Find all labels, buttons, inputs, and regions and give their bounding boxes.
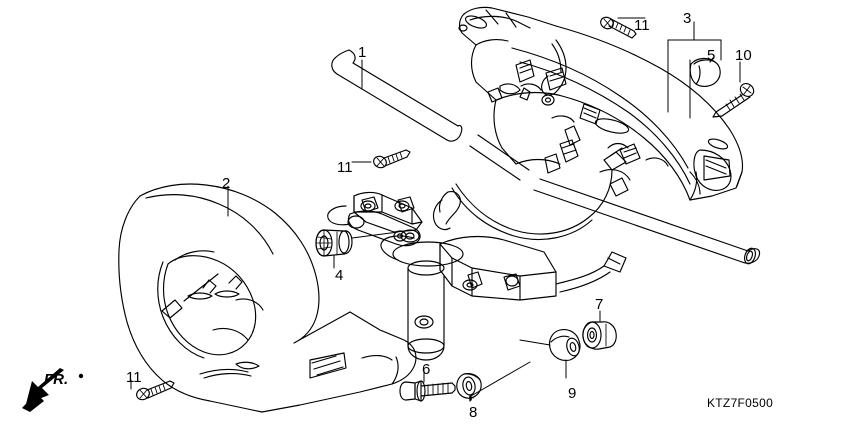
grommet-knurled: [315, 229, 399, 269]
callout-5[interactable]: 5: [707, 47, 716, 64]
nut-flange: [582, 310, 617, 350]
callout-11-lower-left[interactable]: 11: [126, 369, 142, 386]
part-number-label: KTZ7F0500: [707, 396, 774, 410]
callout-10[interactable]: 10: [735, 47, 752, 64]
callout-11-mid-left[interactable]: 11: [337, 159, 353, 176]
screw-lower-left: [130, 379, 175, 401]
screw-upper-right: [600, 16, 646, 39]
handlebar-upper-cover: [458, 6, 744, 201]
fr-orientation-label: FR.: [44, 371, 69, 388]
handlebar-pipe: [331, 49, 761, 265]
handlebar-lower-cover: [118, 183, 417, 413]
callout-1[interactable]: 1: [358, 44, 367, 61]
fr-dot-icon: [78, 373, 84, 379]
washer-collar: [456, 361, 531, 402]
arrow-down-left-icon: [22, 368, 64, 412]
tapping-screw: [712, 61, 755, 118]
callout-2[interactable]: 2: [222, 175, 231, 192]
callout-8[interactable]: 8: [469, 404, 478, 421]
cover-cap: [689, 57, 721, 87]
callout-6[interactable]: 6: [422, 361, 431, 378]
callout-4[interactable]: 4: [335, 267, 344, 284]
steering-stem-assembly: [327, 142, 629, 361]
callout-3[interactable]: 3: [683, 10, 692, 27]
callout-7[interactable]: 7: [595, 296, 604, 313]
callout-11-upper-right[interactable]: 11: [634, 17, 650, 34]
rubber-grommet: [519, 328, 581, 379]
screw-mid-left: [351, 149, 411, 169]
callout-9[interactable]: 9: [568, 385, 577, 402]
flange-bolt: [399, 369, 456, 402]
